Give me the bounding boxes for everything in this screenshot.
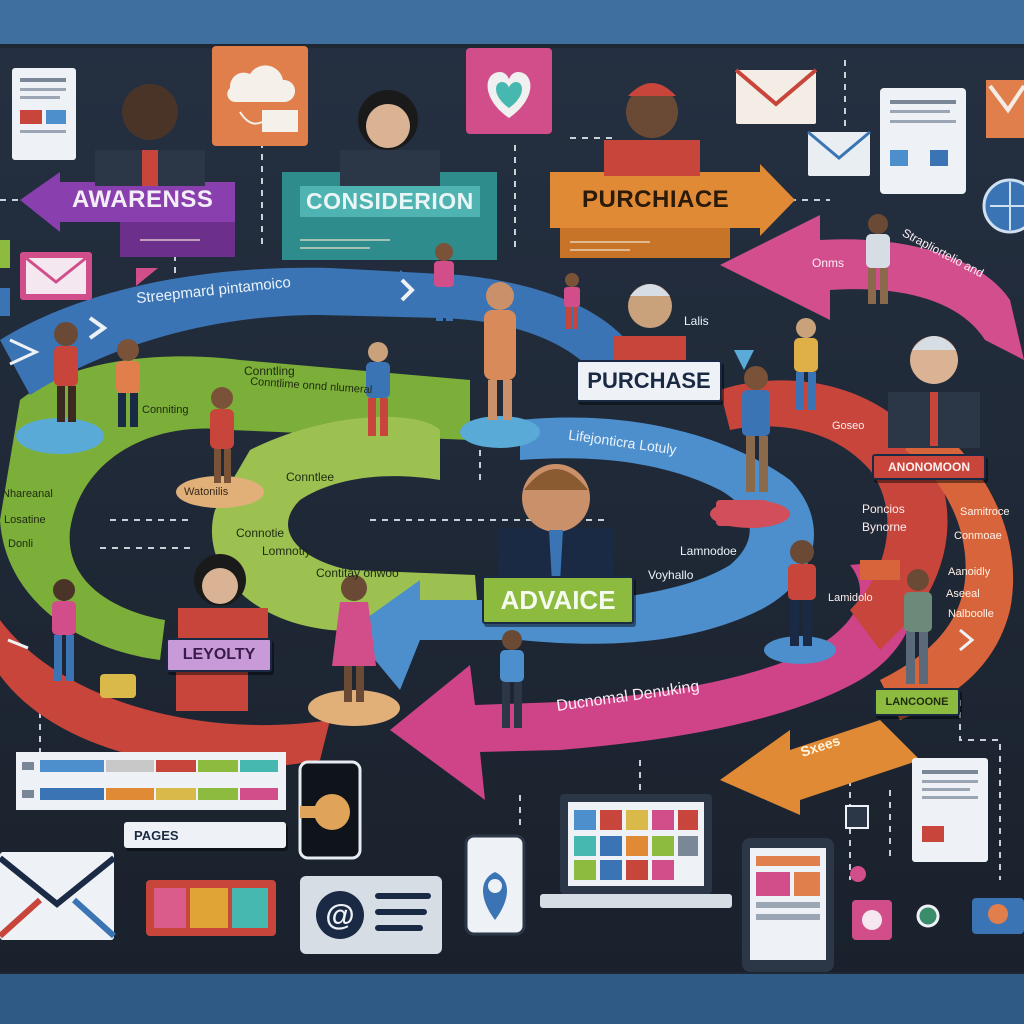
base-label: Watonilis bbox=[184, 486, 229, 498]
ribbon-orange-sales bbox=[720, 720, 920, 815]
stage-purchase-badge: PURCHASE bbox=[576, 360, 722, 402]
cloud-sync-icon bbox=[212, 46, 308, 146]
ribbon-label-red-5: Samitroce bbox=[960, 506, 1010, 518]
ribbon-label-lime-3: Lomnotiy bbox=[262, 544, 311, 558]
ribbon-label-green-1: Conntling bbox=[244, 364, 295, 378]
envelope-icon bbox=[734, 68, 818, 124]
ribbon-label-lime-4: Contitay onwoo bbox=[316, 566, 399, 580]
chart-table-icon bbox=[16, 752, 286, 810]
ribbon-label-magenta-2: Onms bbox=[812, 256, 845, 270]
tablet-document-icon bbox=[880, 88, 966, 194]
ribbon-lime-inner bbox=[211, 416, 481, 640]
envelope-icon-4 bbox=[20, 252, 92, 300]
ribbon-label-blue-right-3: Voyhallo bbox=[648, 568, 694, 582]
heart-icon bbox=[466, 48, 552, 134]
ribbon-blue-top bbox=[0, 267, 640, 395]
location-badge-icon bbox=[972, 898, 1024, 934]
badge-red-label: Anonomoon bbox=[872, 454, 986, 480]
document-icon-2 bbox=[912, 758, 988, 862]
envelope-icon-5 bbox=[0, 852, 117, 940]
smartphone-icon bbox=[298, 760, 362, 860]
globe-icon bbox=[982, 178, 1024, 234]
people-cards-icon bbox=[146, 880, 276, 936]
ribbon-label-lime-2: Connotie bbox=[236, 526, 285, 540]
small-red-badge-icon bbox=[852, 900, 892, 940]
ribbon-label-blue-right-2: Lamnodoe bbox=[680, 544, 737, 558]
ribbon-label-red-8: Aseeal bbox=[946, 588, 980, 600]
badge-green-label: LANCOONE bbox=[874, 688, 960, 716]
ribbon-magenta-bottom bbox=[390, 560, 915, 800]
ribbon-label-green-3: Conniting bbox=[142, 404, 189, 416]
ribbon-label-red-6: Conmoae bbox=[954, 530, 1002, 542]
stage-loyalty-badge: LEYOLTY bbox=[166, 638, 272, 672]
ribbon-label-red-2: Poncios bbox=[862, 502, 905, 516]
board-bottom-frame bbox=[0, 974, 1024, 1024]
arrow-awareness-shape bbox=[20, 172, 235, 232]
envelope-icon-3 bbox=[986, 80, 1024, 138]
arrow-purchase-shape bbox=[550, 164, 795, 236]
ribbon-label-red-7: Aanoidly bbox=[948, 566, 991, 578]
document-icon bbox=[12, 68, 76, 160]
email-at-icon: @ bbox=[300, 876, 442, 954]
location-pin-icon bbox=[464, 834, 526, 936]
ribbon-coral-right bbox=[880, 420, 1014, 720]
ribbon-label-red-3: Bynorne bbox=[862, 520, 907, 534]
stage-consideration: CONSIDERION bbox=[300, 186, 480, 217]
ribbon-blue-right bbox=[350, 417, 814, 690]
ribbon-label-red-1: Goseo bbox=[832, 420, 865, 432]
ribbon-label-magenta-4: Lalis bbox=[684, 314, 709, 328]
pages-label: PAGES bbox=[124, 822, 286, 848]
stage-advocacy-badge: ADVAICE bbox=[482, 576, 634, 624]
portrait-busts bbox=[95, 83, 980, 638]
ribbon-label-lime-1: Conntlee bbox=[286, 470, 335, 484]
laptop-icon bbox=[540, 794, 732, 908]
ribbon-label-red-9: Nalboolle bbox=[948, 608, 994, 620]
stage-awareness: AWARENSS bbox=[72, 186, 214, 213]
svg-text:@: @ bbox=[325, 899, 354, 932]
ribbon-label-red-4: Lamidolo bbox=[828, 592, 873, 604]
ribbon-label-green-6: Donli bbox=[8, 538, 34, 550]
tablet-icon bbox=[742, 838, 834, 972]
ribbon-red-left bbox=[0, 620, 330, 768]
stage-purchase-top: PURCHIACE bbox=[582, 186, 730, 213]
ribbon-label-green-4: Nhareanal bbox=[2, 488, 53, 500]
person-figurines bbox=[16, 214, 932, 728]
envelope-icon-2 bbox=[807, 130, 871, 176]
ribbon-label-green-5: Losatine bbox=[4, 514, 46, 526]
